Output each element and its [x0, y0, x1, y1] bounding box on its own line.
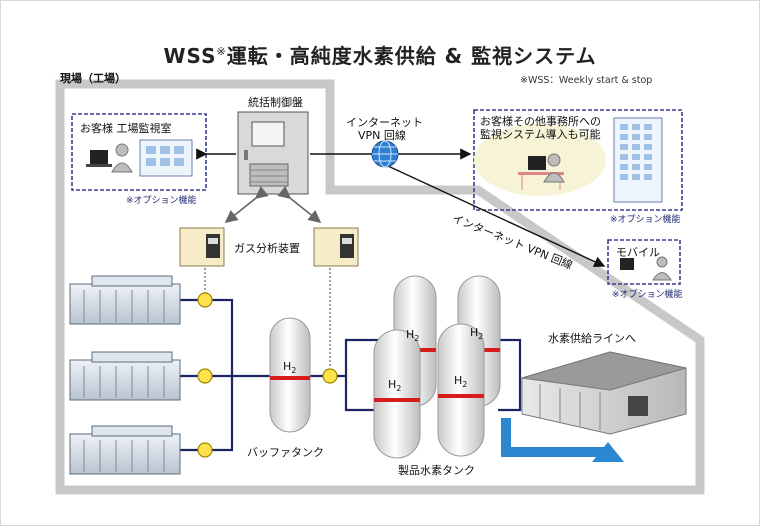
h2-label-back-2: H2	[470, 326, 484, 342]
supply-line-label: 水素供給ラインへ	[548, 332, 636, 345]
product-tank-label: 製品水素タンク	[398, 464, 475, 477]
gas-analyzer-label: ガス分析装置	[234, 242, 300, 255]
option-label-mobile: ※オプション機能	[612, 290, 683, 300]
mobile-box	[607, 239, 681, 285]
site-label: 現場（工場）	[60, 72, 126, 85]
electrolyzer-unit-2	[69, 351, 181, 401]
electrolyzer-unit-1	[69, 275, 181, 325]
vpn-label-line2: VPN 回線	[358, 129, 406, 142]
office-person-icon	[474, 124, 606, 196]
mobile-label: モバイル	[616, 246, 660, 259]
h2-label-front-2: H2	[454, 374, 468, 390]
product-tank-front-1	[373, 329, 421, 459]
mobile-person-icon	[620, 256, 672, 281]
gas-analyzer-right-icon	[313, 227, 359, 267]
h2-label-buffer: H2	[283, 360, 297, 376]
control-panel-label: 統括制御盤	[248, 96, 303, 109]
option-label-customer: ※オプション機能	[126, 196, 197, 206]
h2-label-back-1: H2	[406, 328, 420, 344]
diagram-title: WSS※運転・高純度水素供給 & 監視システム	[163, 44, 597, 68]
h2-label-front-1: H2	[388, 378, 402, 394]
warehouse-building-icon	[521, 351, 687, 435]
option-label-office: ※オプション機能	[610, 215, 681, 225]
factory-building-icon	[139, 139, 193, 177]
electrolyzer-unit-3	[69, 425, 181, 475]
site-boundary	[55, 79, 705, 495]
operator-icon	[86, 143, 133, 173]
wss-note: ※WSS：Weekly start & stop	[520, 75, 653, 86]
gas-analyzer-left-icon	[179, 227, 225, 267]
other-office-line2: 監視システム導入も可能	[480, 128, 601, 141]
buffer-tank-label: バッファタンク	[247, 446, 324, 459]
buffer-tank-icon	[269, 317, 311, 433]
other-office-line1: お客様その他事務所への	[480, 115, 601, 128]
product-tank-front-2	[437, 323, 485, 457]
supply-arrow	[501, 418, 610, 457]
office-building-icon	[613, 117, 663, 203]
vpn-label-line1: インターネット	[346, 116, 423, 129]
control-panel-icon	[237, 111, 309, 195]
internet-globe-icon	[371, 140, 399, 168]
sampling-valves	[197, 292, 338, 458]
customer-room-label: お客様 工場監視室	[80, 122, 172, 135]
